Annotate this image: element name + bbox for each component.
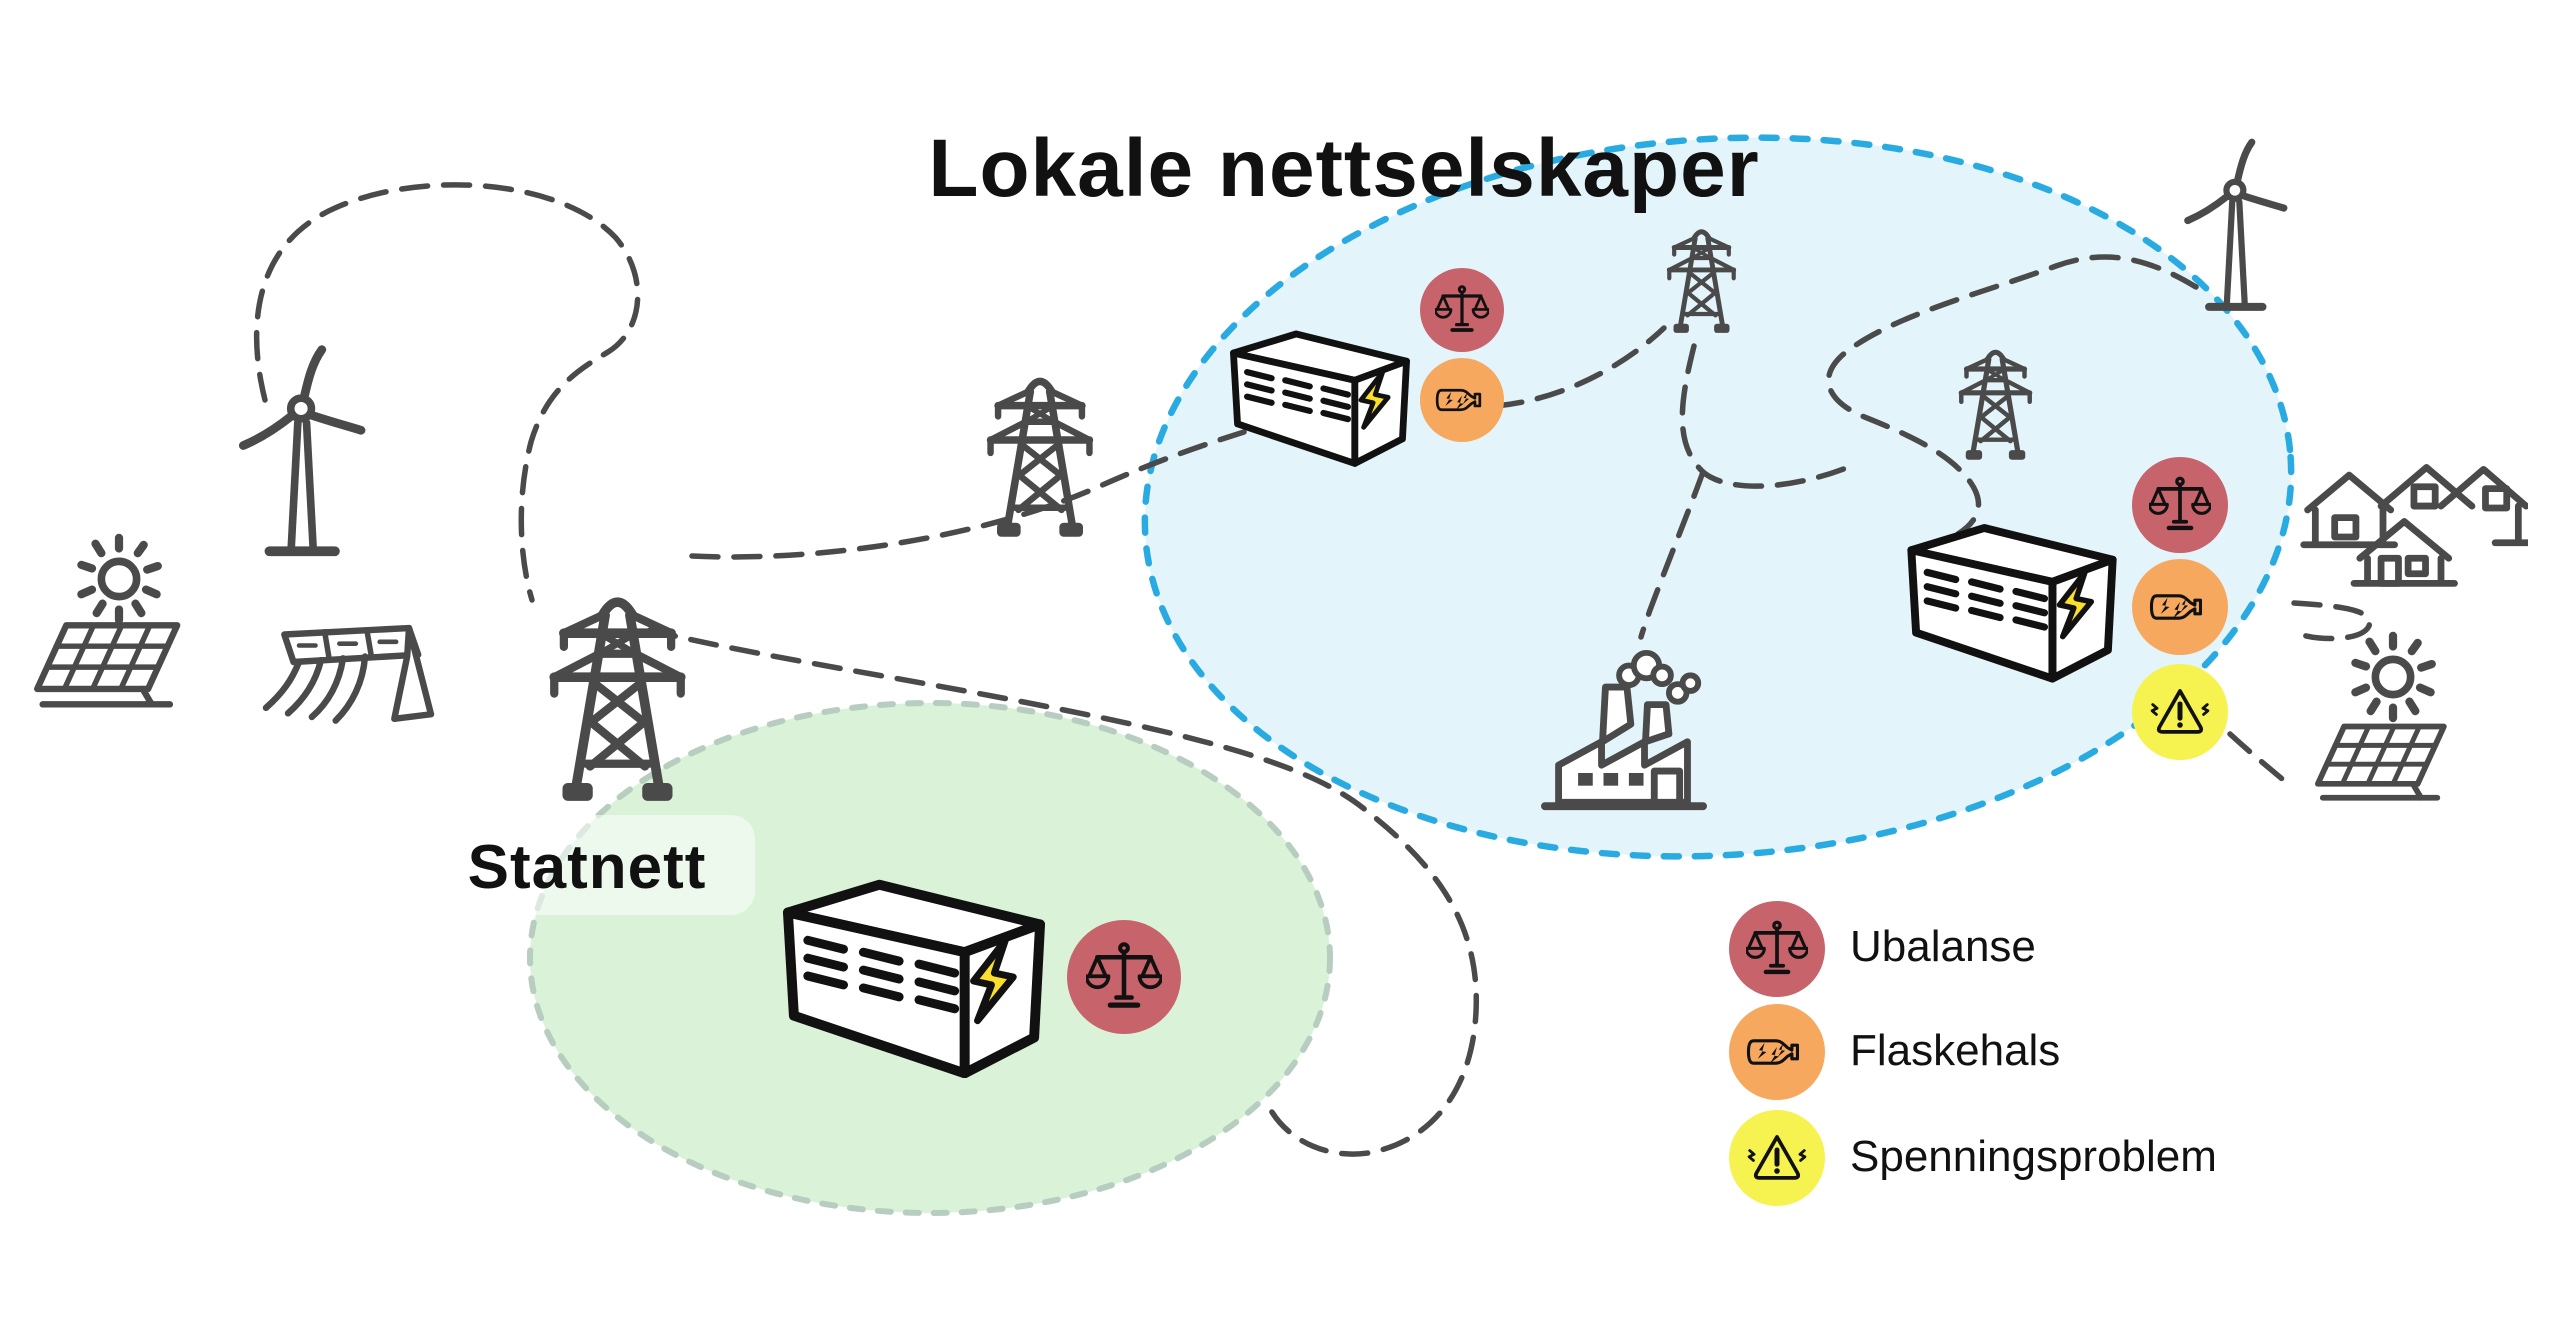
voltage-warning-badge [2132,664,2228,760]
imbalance-badge [2132,457,2228,553]
statnett-battery [788,885,1181,1074]
imbalance-badge [1067,920,1181,1034]
legend-item-ubalanse [1729,901,1825,997]
page-title: Lokale nettselskaper [928,123,1760,214]
bottleneck-badge [1420,358,1504,442]
sun-icon [81,538,157,620]
hydro-dam-icon [266,628,431,721]
connector-turbine-wave [1825,254,2199,537]
solar-panel-icon [2318,727,2444,798]
statnett-label-plate [425,815,755,915]
bottleneck-badge [2132,559,2228,655]
local-battery-left [1233,268,1504,463]
connector-turbine-loop [253,182,641,603]
imbalance-badge [1420,268,1504,352]
legend-item-spenningsproblem [1729,1110,1825,1206]
connector-battery-to-pylon [1493,325,1667,409]
transmission-pylon-icon [991,381,1090,536]
statnett-region-label: Statnett [467,833,707,902]
legend-item-flaskehals [1729,1004,1825,1100]
solar-panel-icon [37,625,177,704]
houses-icon [2304,467,2528,583]
connector-badge-to-solar [2227,731,2296,791]
legend-label-flaskehals: Flaskehals [1850,1026,2061,1075]
legend [1729,901,1825,1206]
legend-label-ubalanse: Ubalanse [1850,922,2036,971]
sun-icon [2355,636,2431,718]
connector-fork-to-factory [1638,469,1706,640]
legend-label-spenningsproblem: Spenningsproblem [1850,1132,2217,1181]
local-battery-right [1911,457,2228,760]
connector-lines [253,182,2373,1157]
connector-bottom-loop [647,627,1480,1157]
connector-houses-hook [2291,600,2373,642]
